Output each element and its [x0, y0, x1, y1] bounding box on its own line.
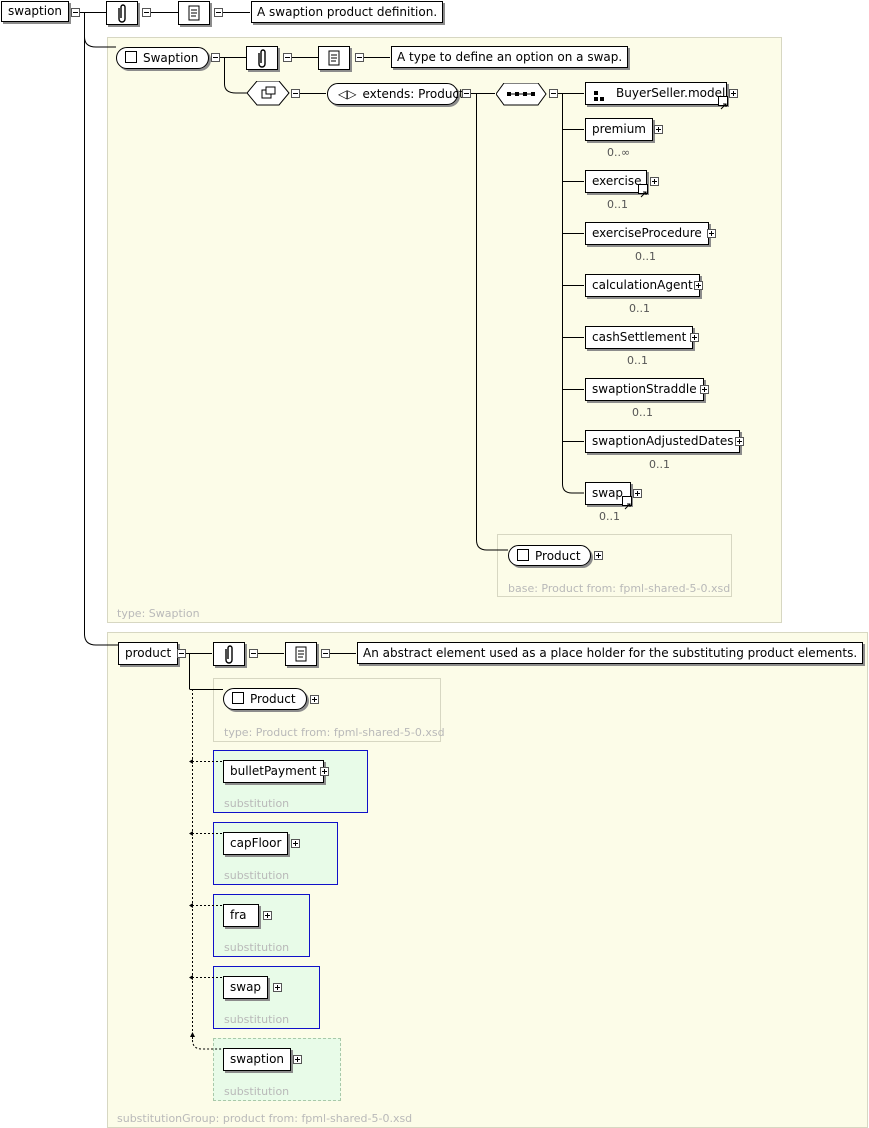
expand-icon[interactable]	[729, 89, 738, 98]
expand-icon[interactable]	[735, 437, 744, 446]
complex-type-icon	[517, 549, 529, 561]
collapse-icon[interactable]	[177, 649, 186, 658]
expand-icon[interactable]	[650, 177, 659, 186]
complex-type-label: Product	[250, 692, 296, 706]
expand-icon[interactable]	[633, 489, 642, 498]
group-ref-label: BuyerSeller.model	[616, 86, 726, 100]
collapse-icon[interactable]	[549, 89, 558, 98]
substitution-element-swaption[interactable]: swaption	[223, 1048, 292, 1071]
complex-type-label: Swaption	[143, 51, 199, 65]
product-type-caption: type: Product from: fpml-shared-5-0.xsd	[224, 726, 445, 739]
documentation-icon	[318, 46, 350, 70]
extension-label: extends: Product	[362, 87, 464, 101]
element-swap[interactable]: swap	[585, 482, 632, 510]
cardinality: 0..1	[635, 250, 656, 263]
element-swaptionstraddle[interactable]: swaptionStraddle	[585, 378, 704, 401]
base-type-product[interactable]: Product	[508, 545, 591, 566]
documentation-icon	[178, 1, 210, 25]
cardinality: 0..1	[632, 406, 653, 419]
substitution-element-capfloor[interactable]: capFloor	[223, 832, 289, 855]
product-documentation: An abstract element used as a place hold…	[357, 642, 864, 664]
root-documentation: A swaption product definition.	[251, 1, 444, 23]
complex-type-icon	[232, 692, 244, 704]
complex-type-icon	[125, 51, 137, 63]
collapse-icon[interactable]	[291, 89, 300, 98]
reference-arrow-icon	[718, 96, 728, 110]
element-calculationagent[interactable]: calculationAgent	[585, 274, 700, 297]
element-swaptionadjusteddates[interactable]: swaptionAdjustedDates	[585, 430, 741, 453]
substitution-caption: substitution	[224, 869, 290, 882]
expand-icon[interactable]	[293, 1055, 302, 1064]
substitution-element-swap[interactable]: swap	[223, 976, 269, 999]
group-ref-buyerseller-model[interactable]: BuyerSeller.model	[585, 82, 728, 110]
element-cashsettlement[interactable]: cashSettlement	[585, 326, 694, 349]
extension-product[interactable]: ◁▷ extends: Product	[327, 83, 464, 105]
annotation-icon	[213, 642, 245, 666]
cardinality: 0..1	[607, 198, 628, 211]
substitution-element-fra[interactable]: fra	[223, 904, 259, 927]
substitution-caption: substitution	[224, 797, 290, 810]
expand-icon[interactable]	[273, 983, 282, 992]
substitution-element-bulletpayment[interactable]: bulletPayment	[223, 760, 324, 783]
root-element-swaption[interactable]: swaption	[1, 1, 70, 22]
collapse-icon[interactable]	[321, 649, 330, 658]
cardinality: 0..1	[599, 510, 620, 523]
element-exerciseprocedure[interactable]: exerciseProcedure	[585, 222, 709, 245]
collapse-icon[interactable]	[355, 53, 364, 62]
collapse-icon[interactable]	[462, 89, 471, 98]
sequence-icon[interactable]	[495, 82, 547, 106]
annotation-icon	[246, 46, 278, 70]
collapse-icon[interactable]	[214, 8, 223, 17]
expand-icon[interactable]	[594, 551, 603, 560]
model-group-icon[interactable]	[246, 80, 290, 106]
expand-icon[interactable]	[700, 385, 709, 394]
swaption-type-documentation: A type to define an option on a swap.	[391, 46, 629, 68]
product-element-caption: substitutionGroup: product from: fpml-sh…	[117, 1112, 413, 1125]
expand-icon[interactable]	[654, 125, 663, 134]
product-type-box[interactable]: Product	[223, 688, 307, 710]
expand-icon[interactable]	[690, 333, 699, 342]
element-premium[interactable]: premium	[585, 118, 653, 141]
element-label: fra	[230, 908, 247, 922]
reference-arrow-icon	[638, 184, 648, 198]
cardinality: 0..1	[629, 302, 650, 315]
substitution-caption: substitution	[224, 941, 290, 954]
element-label: exercise	[592, 174, 642, 188]
swaption-type-caption: type: Swaption	[117, 607, 200, 620]
substitution-caption: substitution	[224, 1085, 290, 1098]
annotation-icon	[106, 1, 138, 25]
model-group-icon	[594, 89, 604, 101]
complex-type-swaption[interactable]: Swaption	[116, 47, 209, 69]
cardinality: 0..1	[649, 458, 670, 471]
collapse-icon[interactable]	[211, 53, 220, 62]
collapse-icon[interactable]	[283, 53, 292, 62]
expand-icon[interactable]	[320, 767, 329, 776]
expand-icon[interactable]	[707, 229, 716, 238]
element-label: swap	[592, 486, 624, 500]
extension-icon: ◁▷	[338, 87, 357, 101]
expand-icon[interactable]	[694, 281, 703, 290]
collapse-icon[interactable]	[71, 8, 80, 17]
element-product[interactable]: product	[118, 642, 179, 665]
cardinality: 0..∞	[607, 146, 631, 159]
collapse-icon[interactable]	[142, 8, 151, 17]
expand-icon[interactable]	[291, 839, 300, 848]
substitution-caption: substitution	[224, 1013, 290, 1026]
complex-type-label: Product	[535, 549, 581, 563]
expand-icon[interactable]	[263, 911, 272, 920]
base-product-caption: base: Product from: fpml-shared-5-0.xsd	[508, 582, 731, 595]
reference-arrow-icon	[622, 496, 632, 510]
collapse-icon[interactable]	[249, 649, 258, 658]
element-exercise[interactable]: exercise	[585, 170, 648, 198]
documentation-icon	[285, 642, 317, 666]
expand-icon[interactable]	[310, 695, 319, 704]
cardinality: 0..1	[627, 354, 648, 367]
